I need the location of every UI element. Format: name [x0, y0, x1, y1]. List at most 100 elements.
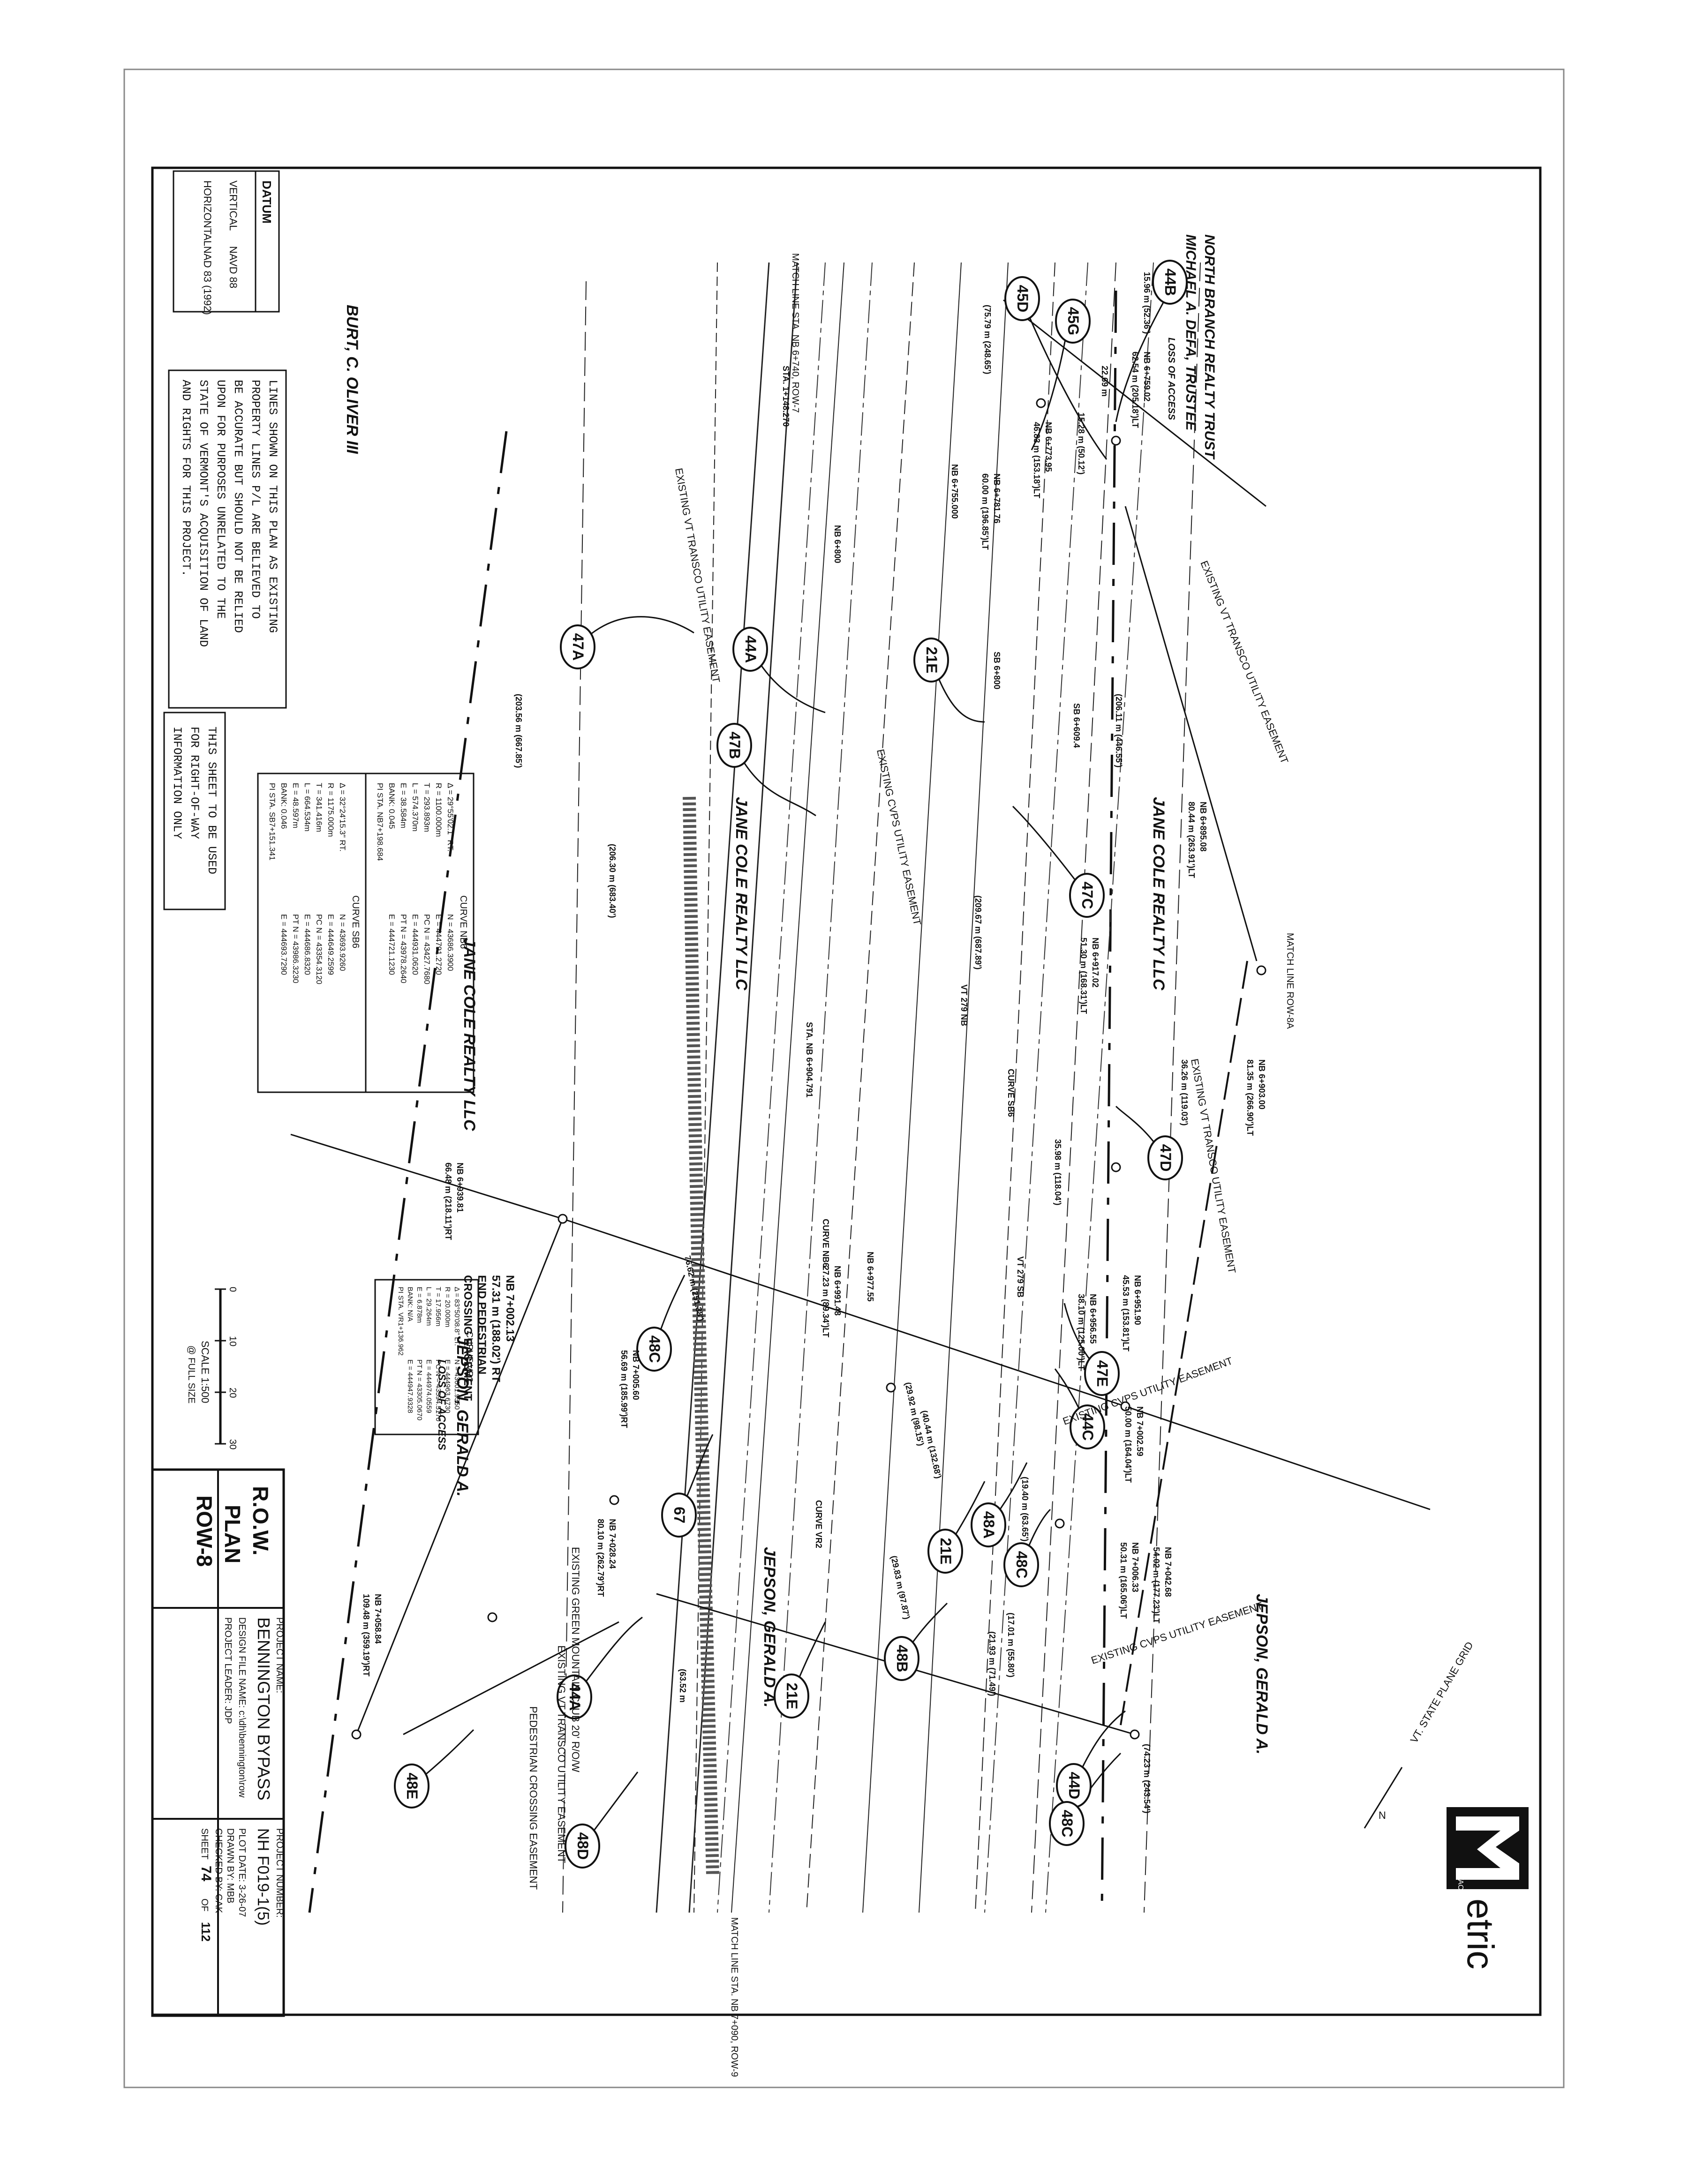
datum-horizontal-label: HORIZONTAL	[202, 180, 213, 246]
sta-31: 56.69 m (185.99')RT	[619, 1350, 629, 1428]
property-lines	[290, 290, 1431, 1913]
parcel-48E: 48E	[404, 1773, 421, 1800]
match-line-left: MATCH LINE STA. NB 6+740, ROW-7	[790, 253, 800, 413]
match-line-top: MATCH LINE ROW-8A	[1285, 933, 1295, 1029]
sta-11: NB 6+895.08	[1198, 802, 1208, 852]
project-leader: PROJECT LEADER: JDP	[223, 1617, 233, 1724]
datum-vertical-label: VERTICAL	[227, 180, 239, 231]
datum-vertical-value: NAVD 88	[227, 246, 239, 288]
checked-by: CHECKED BY: CAK	[213, 1828, 224, 1914]
parcel-leaders	[411, 290, 1171, 1846]
row-title-1: R.O.W.	[249, 1486, 273, 1555]
curve-vr2-l12: E = 444947.9328	[406, 1359, 414, 1413]
datum-box: DATUM VERTICAL NAVD 88 HORIZONTAL NAD 83…	[173, 170, 280, 315]
project-name-label: PROJECT NAME:	[274, 1617, 285, 1693]
sta-33: 54.02 m (177.23')LT	[1152, 1547, 1161, 1623]
scale-label: SCALE 1:500	[199, 1341, 211, 1403]
sta-19: NB 6+956.55	[1088, 1294, 1098, 1344]
dist-6: (203.56 m (667.85')	[514, 694, 523, 768]
project-name: BENNINGTON BYPASS	[254, 1617, 273, 1801]
parcel-44A: 44A	[742, 636, 759, 663]
row-note-1: THIS SHEET TO BE USED	[205, 727, 219, 874]
curve-nb6-l6: PI STA. NB7+198.684	[376, 783, 384, 861]
dist-4: (75.79 m (248.65')	[983, 305, 992, 374]
owner-burt: BURT, C. OLIVER III	[343, 305, 361, 455]
curve-vr2-l1: R = 20.000m	[444, 1287, 452, 1327]
curve-sb6-l12: E = 444693.7290	[279, 914, 288, 975]
curve-sb6-l3: L = 664.534m	[303, 783, 312, 832]
plan-drawing: DATUM VERTICAL NAVD 88 HORIZONTAL NAD 83…	[163, 170, 1476, 2077]
owner-north-branch-2: MICHAEL A. DEFA, TRUSTEE	[1183, 234, 1198, 431]
curve-sb6-l8: E = 444649.2599	[326, 914, 335, 975]
curve-nb6-l0: Δ = 29°55'02.1" RT.	[446, 783, 455, 852]
curve-sb6-l7: N = 43693.9260	[338, 914, 347, 971]
match-line-right: MATCH LINE STA. NB 7+090, ROW-9	[729, 1917, 739, 2077]
curve-vr2-l3: L = 29.264m	[425, 1287, 433, 1326]
sta-10: SB 6+609.4	[1072, 703, 1081, 748]
sta-22: 50.00 m (164.04')LT	[1123, 1406, 1133, 1483]
parcel-47B: 47B	[726, 732, 743, 759]
parcel-48A: 48A	[980, 1511, 997, 1539]
sta-35: 50.31 m (165.06')LT	[1119, 1542, 1128, 1619]
sta-5: NB 6+781.76	[992, 473, 1002, 524]
scale-tick-20: 20	[227, 1388, 238, 1398]
sta-27: NB 6+977.55	[866, 1252, 875, 1302]
owner-loss-access-bottom: LOSS OF ACCESS	[436, 1359, 448, 1450]
dist-14: (19.40 m (63.65')	[1020, 1477, 1030, 1541]
dist-1: 15.96 m (52.36')	[1142, 272, 1152, 334]
project-number: NH F019-1(5)	[254, 1828, 272, 1926]
curve-table-nb6-sb6: CURVE NB6 Δ = 29°55'02.1" RT. R = 1100.0…	[257, 773, 475, 1093]
parcel-48C-b: 48C	[1013, 1551, 1030, 1579]
owner-jepson-1: JEPSON, GERALD A.	[1253, 1594, 1271, 1755]
curve-sb6-l2: T = 341.416m	[315, 783, 324, 832]
note-line-3: BE ACCURATE BUT SHOULD NOT BE RELIED	[231, 380, 245, 633]
row-only-note: THIS SHEET TO BE USED FOR RIGHT-OF-WAY I…	[163, 712, 226, 910]
curve-nb6-l5: BANK: 0.045	[387, 783, 396, 829]
curve-nb6-l12: E = 444721.1230	[387, 914, 396, 975]
easement-2: EXISTING VT TRANSCO UTILITY EASEMENT	[673, 467, 722, 684]
note-line-6: AND RIGHTS FOR THIS PROJECT.	[179, 380, 193, 577]
sta-38: NB 7+058.84	[373, 1594, 383, 1644]
utility-easement-lines	[717, 262, 1154, 1913]
dist-19: (17.01 m (55.80')	[1006, 1613, 1016, 1677]
curve-vr2-l2: T = 17.956m	[434, 1287, 442, 1326]
sta-41: 66.48 m (218.11')RT	[444, 1163, 453, 1240]
curve-nb6-l4: E = 38.584m	[399, 783, 408, 828]
sheet-number: 74	[198, 1866, 214, 1882]
parcel-47D: 47D	[1157, 1144, 1174, 1172]
sta-3: NB 6+773.95	[1044, 422, 1053, 472]
parcel-44B: 44B	[1162, 269, 1179, 296]
parcel-48B: 48B	[894, 1645, 911, 1673]
plot-date: PLOT DATE: 3-26-07	[237, 1828, 247, 1917]
parcel-44A-b: 44A	[566, 1683, 583, 1711]
sta-12: 80.44 m (263.91')LT	[1187, 802, 1196, 878]
curve-vr2-l7: N = 43601.9350	[453, 1359, 461, 1410]
parcel-45G: 45G	[1065, 307, 1082, 335]
easement-3: EXISTING CVPS UTILITY EASEMENT	[874, 748, 923, 926]
sta-29: 27.23 m (89.34')LT	[821, 1266, 830, 1337]
easement-6: EXISTING CVPS UTILITY EASEMENT	[1090, 1599, 1264, 1666]
station-callouts: NB 6+759.02 62.54 m (205.18')LT NB 6+773…	[362, 352, 1266, 1676]
note-line-5: STATE OF VERMONT'S ACQUISITION OF LAND	[196, 380, 210, 647]
logo-agency: VAOT	[1456, 1875, 1464, 1895]
sta-9: SB 6+800	[992, 652, 1002, 690]
sta-18: 45.53 m (153.81')LT	[1121, 1275, 1130, 1351]
design-file: DESIGN FILE NAME: c:\dh\bennington\row	[237, 1617, 247, 1798]
sta-17: NB 6+951.90	[1133, 1275, 1142, 1325]
sta-25: END PEDESTRIAN	[475, 1275, 488, 1374]
sta-6: 60.00 m (196.85')LT	[980, 473, 990, 550]
sta-4: 46.83 m (153.18')LT	[1032, 422, 1041, 498]
sta-2: 62.54 m (205.18')LT	[1130, 352, 1140, 428]
sta-46: CURVE VR2	[814, 1500, 823, 1548]
curve-sb6-l4: E = 48.597m	[291, 783, 300, 828]
easement-7: EXISTING GREEN MOUNTAIN CLUB 20' R/O/W	[570, 1547, 581, 1772]
dist-13: 35.98 m (118.04')	[1053, 1139, 1063, 1205]
m-logo-icon	[1456, 1816, 1519, 1880]
dist-17: (29.83 m (97.87')	[889, 1555, 912, 1620]
dist-3: 15.28 m (50.12')	[1077, 413, 1086, 474]
curve-nb6-title: CURVE NB6	[458, 895, 468, 949]
datum-title: DATUM	[260, 180, 274, 224]
sta-44: CURVE NB6	[821, 1219, 830, 1268]
parcel-47E: 47E	[1094, 1360, 1111, 1387]
curve-vr2-l6: PI STA. VR1+136.962	[397, 1287, 405, 1356]
